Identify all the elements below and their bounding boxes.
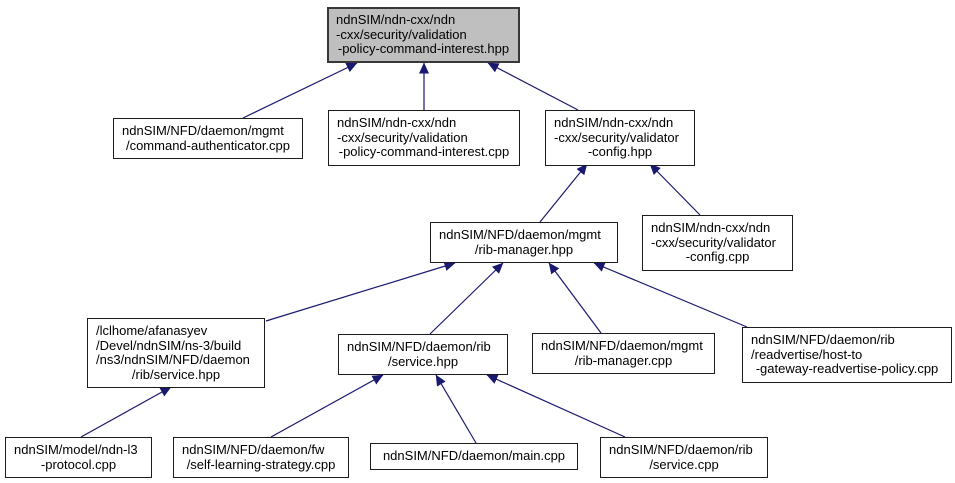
edge-rib-manager-hpp-to-validator-config-hpp — [539, 163, 588, 223]
node-ndn-l3-protocol-cpp[interactable]: ndnSIM/model/ndn-l3-protocol.cpp — [5, 437, 152, 478]
node-validator-config-cpp[interactable]: ndnSIM/ndn-cxx/ndn-cxx/security/validato… — [642, 215, 793, 271]
node-build-rib-service-hpp[interactable]: /lclhome/afanasyev/Devel/ndnSIM/ns-3/bui… — [87, 318, 265, 388]
node-host-to-gateway-readvertise-policy-cpp[interactable]: ndnSIM/NFD/daemon/rib/readvertise/host-t… — [742, 327, 952, 383]
edge-rib-service-hpp-to-rib-manager-hpp — [429, 262, 504, 335]
node-rib-service-hpp[interactable]: ndnSIM/NFD/daemon/rib/service.hpp — [338, 334, 508, 375]
node-main-cpp[interactable]: ndnSIM/NFD/daemon/main.cpp — [370, 443, 578, 470]
edge-ndn-l3-protocol-to-build-service-hpp — [80, 386, 172, 438]
node-rib-manager-cpp[interactable]: ndnSIM/NFD/daemon/mgmt/rib-manager.cpp — [532, 333, 715, 374]
edge-command-authenticator-to-hpp — [242, 62, 358, 119]
node-self-learning-strategy-cpp[interactable]: ndnSIM/NFD/daemon/fw/self-learning-strat… — [173, 437, 349, 478]
edge-readvertise-policy-to-rib-manager-hpp — [593, 262, 748, 328]
edge-self-learning-to-rib-service-hpp — [270, 374, 384, 438]
node-command-authenticator-cpp[interactable]: ndnSIM/NFD/daemon/mgmt/command-authentic… — [113, 118, 303, 159]
edge-build-service-hpp-to-rib-manager-hpp — [265, 261, 456, 322]
edge-rib-service-cpp-to-rib-service-hpp — [486, 374, 626, 438]
node-rib-service-cpp[interactable]: ndnSIM/NFD/daemon/rib/service.cpp — [600, 437, 768, 478]
node-validation-policy-command-interest-hpp: ndnSIM/ndn-cxx/ndn-cxx/security/validati… — [327, 7, 520, 63]
node-rib-manager-hpp[interactable]: ndnSIM/NFD/daemon/mgmt/rib-manager.hpp — [430, 222, 618, 263]
edge-validator-config-cpp-to-validator-config-hpp — [649, 163, 701, 216]
node-validator-config-hpp[interactable]: ndnSIM/ndn-cxx/ndn-cxx/security/validato… — [545, 110, 695, 166]
edge-validator-config-hpp-to-hpp — [487, 62, 579, 111]
edge-rib-manager-cpp-to-rib-manager-hpp — [548, 262, 602, 334]
node-validation-policy-command-interest-cpp[interactable]: ndnSIM/ndn-cxx/ndn-cxx/security/validati… — [328, 110, 520, 166]
edge-main-cpp-to-rib-service-hpp — [435, 374, 477, 444]
